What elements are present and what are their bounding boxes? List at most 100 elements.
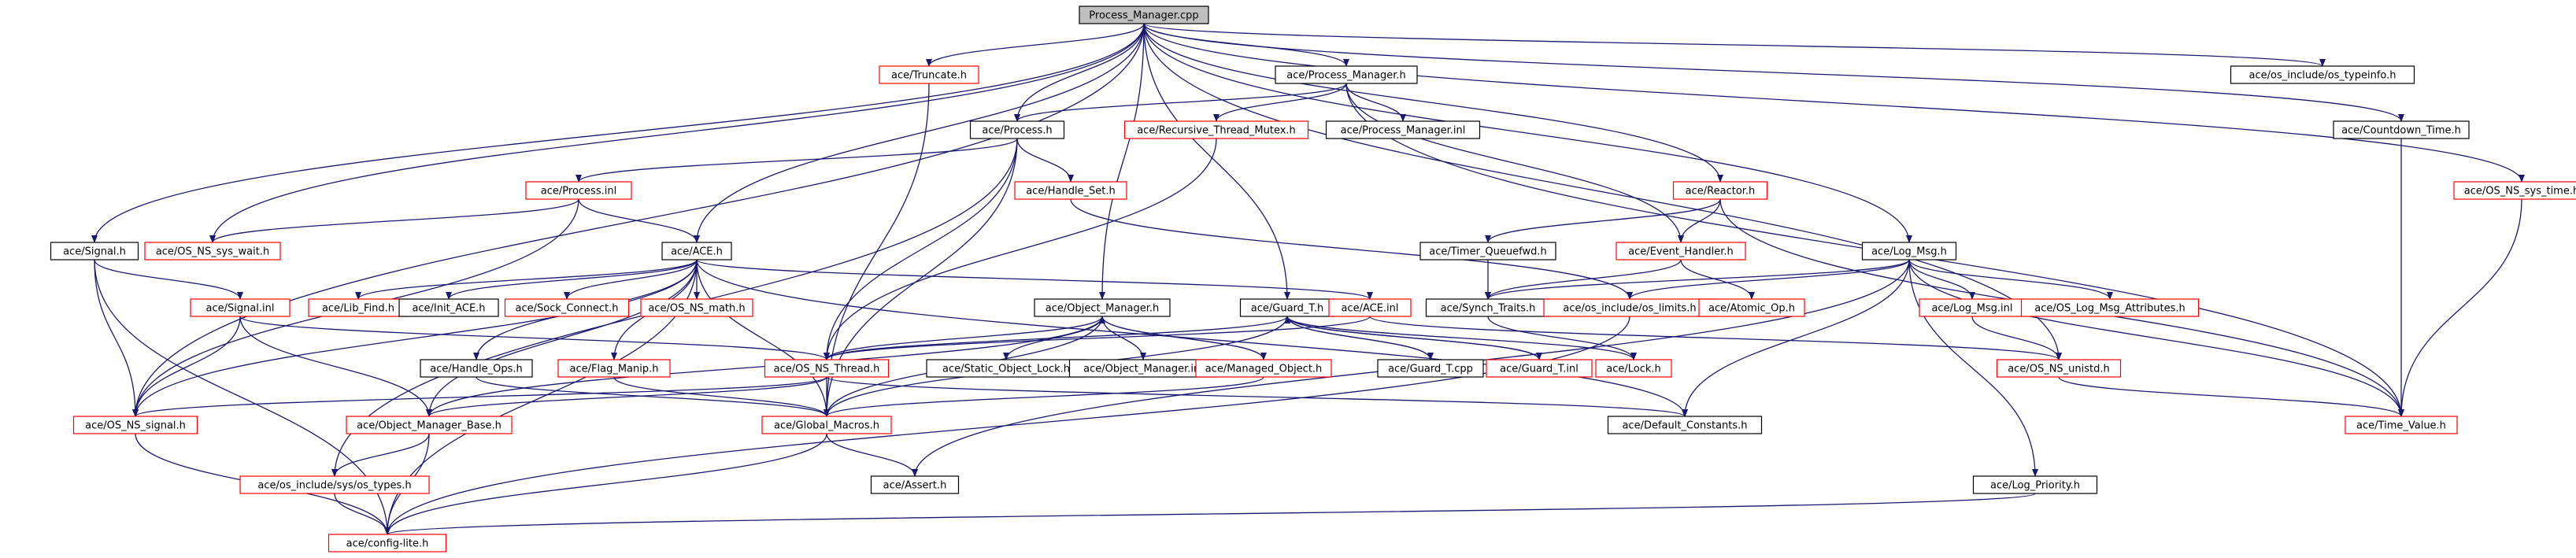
- edge-guard-t-to-lock-h: [1286, 316, 1637, 360]
- node-box: [764, 359, 890, 378]
- node-os-limits[interactable]: ace/os_include/os_limits.h: [1543, 298, 1716, 317]
- node-box: [144, 242, 281, 261]
- edge-signal-inl-to-ns-signal: [132, 316, 241, 417]
- node-ns-signal[interactable]: ace/OS_NS_signal.h: [72, 416, 198, 434]
- node-label: ace/Object_Manager_Base.h: [357, 420, 502, 432]
- edge-reactor-to-event-handler: [1678, 198, 1721, 243]
- node-lock-h[interactable]: ace/Lock.h: [1595, 359, 1672, 378]
- node-label: ace/Recursive_Thread_Mutex.h: [1137, 125, 1296, 137]
- node-label: ace/Object_Manager.h: [1046, 303, 1160, 315]
- node-label: ace/Managed_Object.h: [1205, 364, 1323, 375]
- node-log-msg-attr[interactable]: ace/OS_Log_Msg_Attributes.h: [2020, 298, 2200, 317]
- node-atomic-op[interactable]: ace/Atomic_Op.h: [1698, 298, 1805, 317]
- node-rtm[interactable]: ace/Recursive_Thread_Mutex.h: [1123, 120, 1309, 139]
- edge-event-handler-to-atomic-op: [1680, 259, 1755, 300]
- node-label: ace/Guard_T.cpp: [1388, 364, 1473, 375]
- node-handle-set[interactable]: ace/Handle_Set.h: [1014, 181, 1127, 200]
- node-box: [1079, 6, 1209, 24]
- node-label: ace/Process_Manager.h: [1286, 70, 1405, 82]
- edge-reactor-to-timer-qfwd: [1485, 198, 1721, 243]
- node-box: [420, 359, 533, 378]
- node-label: ace/Lib_Find.h: [322, 303, 394, 315]
- node-ns-thread[interactable]: ace/OS_NS_Thread.h: [764, 359, 890, 378]
- node-label: ace/Log_Priority.h: [1990, 480, 2080, 492]
- node-box: [398, 298, 499, 317]
- edge-root-to-process-h: [1014, 23, 1145, 122]
- node-box: [1972, 475, 2098, 494]
- node-label: ace/Process_Manager.inl: [1341, 125, 1466, 137]
- node-label: ace/Guard_T.h: [1251, 303, 1323, 315]
- node-truncate[interactable]: ace/Truncate.h: [879, 65, 979, 84]
- node-sys-wait[interactable]: ace/OS_NS_sys_wait.h: [144, 242, 281, 261]
- edge-flag-manip-to-global-macros: [613, 376, 830, 417]
- node-label: ace/Default_Constants.h: [1622, 420, 1747, 432]
- node-box: [870, 475, 960, 494]
- edge-ace-inl-to-ns-thread: [824, 316, 1371, 360]
- node-default-consts: ace/Default_Constants.h: [1607, 416, 1763, 434]
- node-label: ace/Lock.h: [1606, 364, 1661, 375]
- node-label: ace/Process.inl: [541, 186, 616, 198]
- node-box: [190, 298, 291, 317]
- edge-root-to-ns-unistd: [1143, 23, 2062, 360]
- edge-managed-obj-to-global-macros: [824, 376, 1264, 417]
- node-global-macros[interactable]: ace/Global_Macros.h: [761, 416, 892, 434]
- node-objmgr-base[interactable]: ace/Object_Manager_Base.h: [346, 416, 513, 434]
- node-os-types[interactable]: ace/os_include/sys/os_types.h: [239, 475, 430, 494]
- node-box: [1123, 120, 1309, 139]
- node-box: [1672, 181, 1768, 200]
- edge-guard-t-to-ns-thread: [824, 316, 1288, 360]
- node-process-inl[interactable]: ace/Process.inl: [525, 181, 632, 200]
- node-ace-inl[interactable]: ace/ACE.inl: [1328, 298, 1412, 317]
- node-config-lite[interactable]: ace/config-lite.h: [328, 534, 447, 552]
- node-log-msg: ace/Log_Msg.h: [1861, 242, 1957, 261]
- edge-ns-thread-to-default-consts: [826, 376, 1688, 417]
- edge-ace-h-to-objmgr-base: [426, 259, 698, 417]
- node-event-handler[interactable]: ace/Event_Handler.h: [1616, 242, 1746, 261]
- node-box: [1996, 359, 2122, 378]
- edge-process-inl-to-sys-wait: [209, 198, 579, 243]
- node-init-ace: ace/Init_ACE.h: [398, 298, 499, 317]
- node-box: [239, 475, 430, 494]
- node-box: [1325, 120, 1481, 139]
- node-log-msg-inl[interactable]: ace/Log_Msg.inl: [1919, 298, 2026, 317]
- node-label: ace/Init_ACE.h: [412, 303, 485, 315]
- edge-root-to-ns-signal: [132, 23, 1145, 417]
- edge-ace-h-to-ns-signal: [132, 259, 698, 417]
- edge-event-handler-to-synch-traits: [1485, 259, 1682, 300]
- edge-procmgr-h-to-rtm: [1213, 83, 1347, 122]
- edge-handle-set-to-os-limits: [1070, 198, 1633, 300]
- node-signal-inl[interactable]: ace/Signal.inl: [190, 298, 291, 317]
- node-label: ace/OS_NS_unistd.h: [2008, 364, 2110, 375]
- node-label: ace/Timer_Queuefwd.h: [1429, 246, 1546, 258]
- node-sys-time[interactable]: ace/OS_NS_sys_time.h: [2453, 181, 2576, 200]
- edge-layer: [91, 23, 2525, 535]
- node-label: ace/Synch_Traits.h: [1441, 303, 1536, 315]
- node-managed-obj[interactable]: ace/Managed_Object.h: [1195, 359, 1332, 378]
- node-ns-math[interactable]: ace/OS_NS_math.h: [640, 298, 753, 317]
- node-label: ace/OS_NS_Thread.h: [774, 364, 880, 375]
- edge-root-to-reactor: [1143, 23, 1723, 183]
- node-sock-connect[interactable]: ace/Sock_Connect.h: [504, 298, 630, 317]
- edge-process-inl-to-ace-h: [578, 198, 700, 243]
- node-label: ace/ACE.h: [671, 246, 723, 258]
- node-label: ace/Assert.h: [883, 480, 947, 492]
- edge-log-msg-to-log-priority: [1908, 259, 2038, 477]
- node-reactor[interactable]: ace/Reactor.h: [1672, 181, 1768, 200]
- node-guard-t-inl[interactable]: ace/Guard_T.inl: [1486, 359, 1593, 378]
- node-label: ace/Signal.h: [63, 246, 126, 258]
- node-time-value[interactable]: ace/Time_Value.h: [2345, 416, 2458, 434]
- edge-procmgr-h-to-process-h: [1014, 83, 1347, 122]
- node-box: [2345, 416, 2458, 434]
- edge-process-h-to-ns-thread: [824, 138, 1018, 360]
- node-flag-manip[interactable]: ace/Flag_Manip.h: [557, 359, 671, 378]
- node-timer-qfwd: ace/Timer_Queuefwd.h: [1419, 242, 1556, 261]
- node-label: ace/Signal.inl: [205, 303, 274, 315]
- edge-root-to-typeinfo: [1143, 23, 2326, 67]
- edge-root-to-countdown: [1143, 23, 2404, 122]
- node-label: ace/OS_NS_math.h: [648, 303, 745, 315]
- node-countdown: ace/Countdown_Time.h: [2333, 120, 2470, 139]
- edge-log-priority-to-config-lite: [384, 493, 2036, 535]
- node-lib-find[interactable]: ace/Lib_Find.h: [308, 298, 409, 317]
- node-ns-unistd[interactable]: ace/OS_NS_unistd.h: [1996, 359, 2122, 378]
